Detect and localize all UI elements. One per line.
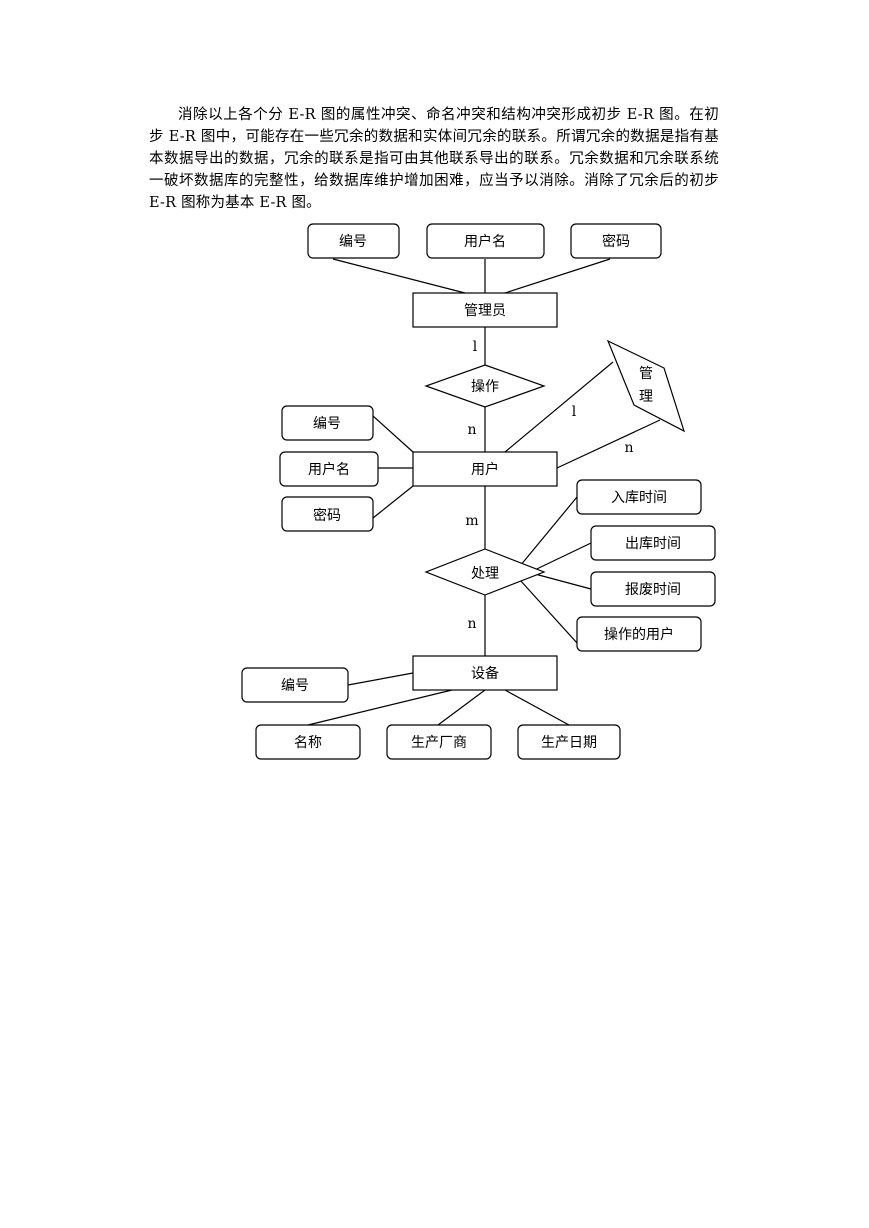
- rel-operate: 操作: [471, 379, 499, 395]
- attr-box-time-in: [576, 479, 702, 515]
- attr-device-maker: 生产厂商: [411, 735, 467, 751]
- attr-box-device-name: [255, 724, 361, 760]
- attr-box-time-scrap: [590, 571, 716, 607]
- attr-box-device-maker: [386, 724, 492, 760]
- attr-box-device-id: [241, 667, 349, 703]
- attr-box-admin-id: [307, 223, 400, 259]
- card-manage-left: l: [572, 404, 577, 420]
- connectors: [307, 258, 661, 726]
- card-operate-bottom: n: [467, 422, 476, 438]
- attr-time-in: 入库时间: [611, 490, 667, 506]
- attr-user-name: 用户名: [308, 461, 350, 478]
- attr-device-id: 编号: [281, 678, 309, 694]
- attr-box-operator: [576, 616, 702, 652]
- attr-box-admin-name: [426, 223, 545, 259]
- entity-box-device: [412, 655, 558, 691]
- attr-box-device-date: [517, 724, 621, 760]
- rel-manage-char1: 管: [639, 366, 653, 382]
- attr-operator: 操作的用户: [604, 626, 674, 643]
- card-manage-right: n: [624, 440, 633, 456]
- attr-box-user-name: [279, 451, 379, 487]
- entity-user: 用户: [471, 461, 499, 478]
- attr-box-user-id: [281, 405, 374, 441]
- attr-device-name: 名称: [294, 735, 322, 751]
- entity-device: 设备: [471, 665, 499, 682]
- rel-diamond-operate: [424, 364, 546, 408]
- card-operate-top: l: [473, 339, 478, 355]
- entity-box-admin: [412, 292, 558, 328]
- attr-device-date: 生产日期: [541, 735, 597, 751]
- intro-paragraph: 消除以上各个分 E-R 图的属性冲突、命名冲突和结构冲突形成初步 E-R 图。在…: [149, 107, 719, 211]
- entity-admin: 管理员: [464, 303, 506, 319]
- card-process-bottom: n: [467, 616, 476, 632]
- card-process-top: m: [465, 513, 478, 529]
- attr-time-out: 出库时间: [625, 536, 681, 552]
- rel-diamond-process: [424, 548, 546, 596]
- attr-user-id: 编号: [313, 416, 341, 432]
- attr-box-admin-pwd: [570, 223, 662, 259]
- rel-manage-char2: 理: [639, 389, 653, 405]
- entity-box-user: [412, 451, 558, 487]
- attr-box-time-out: [590, 525, 716, 561]
- attr-admin-id: 编号: [339, 234, 367, 250]
- attr-admin-pwd: 密码: [602, 233, 630, 250]
- rel-process: 处理: [471, 566, 499, 582]
- attr-admin-name: 用户名: [464, 233, 506, 250]
- attr-user-pwd: 密码: [313, 507, 341, 524]
- attr-box-user-pwd: [281, 496, 374, 532]
- rel-diamond-manage: [606, 339, 686, 433]
- attr-time-scrap: 报废时间: [625, 582, 681, 598]
